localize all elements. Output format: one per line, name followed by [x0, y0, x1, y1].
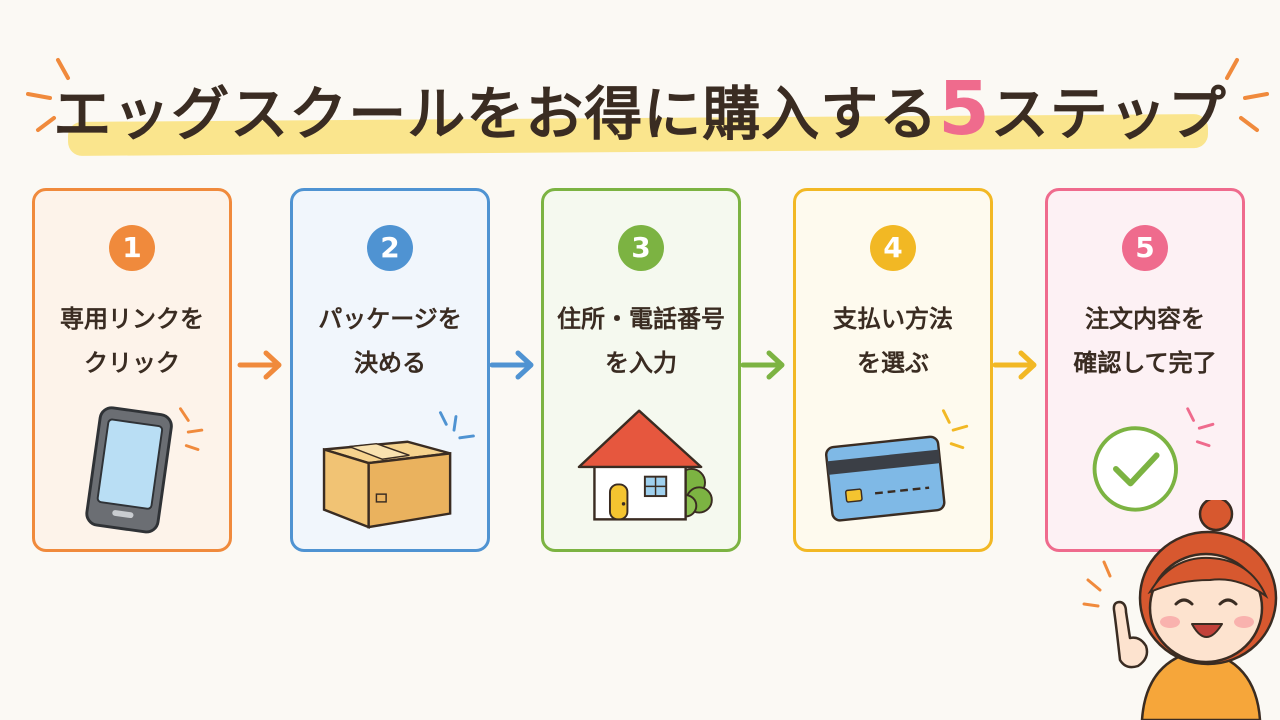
arrow-right-icon — [740, 350, 785, 380]
arrow-right-icon — [489, 350, 534, 380]
cardboard-box-icon — [322, 411, 475, 529]
step-label: 注文内容を 確認して完了 — [1048, 297, 1242, 385]
step-label: パッケージを 決める — [293, 297, 487, 385]
house-icon — [577, 409, 713, 521]
step-label-line1: パッケージを — [318, 305, 462, 333]
step-number-badge: 5 — [1122, 225, 1168, 271]
left-sparkle-icon — [26, 58, 70, 132]
step-card-1: 1 専用リンクを クリック — [32, 188, 232, 552]
step-label-line1: 注文内容を — [1085, 305, 1205, 333]
credit-card-icon — [824, 409, 969, 522]
checkmark-circle-icon — [1092, 407, 1215, 512]
step-card-4: 4 支払い方法 を選ぶ — [793, 188, 993, 552]
title-suffix: ステップ — [990, 80, 1227, 148]
step-number-badge: 4 — [870, 225, 916, 271]
title-area: エッグスクールをお得に購入する5ステップ — [0, 52, 1280, 162]
step-number-badge: 2 — [367, 225, 413, 271]
step-card-5: 5 注文内容を 確認して完了 — [1045, 188, 1245, 552]
step-number-badge: 3 — [618, 225, 664, 271]
step-label: 専用リンクを クリック — [35, 297, 229, 385]
arrow-right-icon — [237, 350, 282, 380]
step-number-badge: 1 — [109, 225, 155, 271]
step-label-line2: 確認して完了 — [1073, 349, 1217, 377]
step-label-line1: 専用リンクを — [60, 305, 204, 333]
arrow-right-icon — [992, 350, 1037, 380]
title-main: エッグスクールをお得に購入する — [53, 80, 939, 148]
step-label-line2: を選ぶ — [857, 349, 929, 377]
step-label-line2: を入力 — [605, 349, 677, 377]
step-label-line1: 住所・電話番号 — [557, 305, 725, 333]
step-card-3: 3 住所・電話番号 を入力 — [541, 188, 741, 552]
title-number: 5 — [938, 66, 991, 152]
page-title: エッグスクールをお得に購入する5ステップ — [0, 66, 1280, 152]
step-label: 住所・電話番号 を入力 — [544, 297, 738, 385]
step-label: 支払い方法 を選ぶ — [796, 297, 990, 385]
step-card-2: 2 パッケージを 決める — [290, 188, 490, 552]
pointing-person-illustration — [1082, 500, 1278, 720]
smartphone-icon — [85, 406, 204, 534]
step-label-line1: 支払い方法 — [833, 305, 953, 333]
step-label-line2: クリック — [84, 349, 180, 377]
right-sparkle-icon — [1225, 58, 1269, 132]
step-label-line2: 決める — [354, 349, 426, 377]
